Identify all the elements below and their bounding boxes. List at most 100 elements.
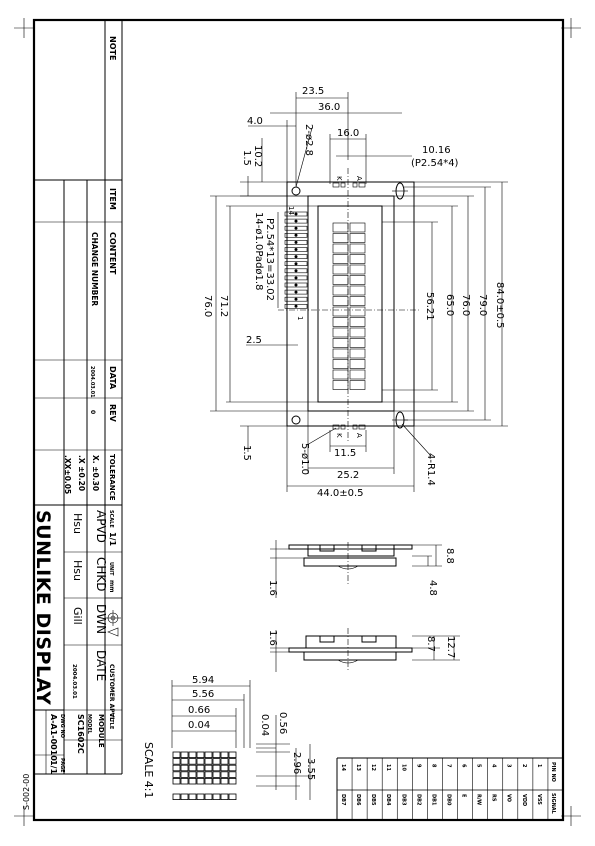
dot-cell [188, 764, 197, 772]
pin-number: 13 [355, 764, 361, 771]
side-view-top-dims [270, 540, 442, 598]
dot-cell [204, 778, 213, 785]
title-label: TITLE [108, 714, 114, 730]
pin-hole [294, 226, 298, 230]
pin-pad [284, 233, 308, 238]
char-cell [332, 380, 349, 390]
dim-76-0-left: 76.0 [202, 295, 213, 317]
rev-value: 0 [89, 410, 96, 414]
pin-no-header: PIN NO [550, 762, 556, 782]
sheet-code: S-002-00 [22, 774, 31, 810]
dot-cell [204, 751, 213, 758]
pin-signal: DB7 [340, 794, 346, 806]
dim-10-16: 10.16 [422, 145, 451, 156]
dim-12-7: 12.7 [445, 636, 456, 658]
pin-hole [294, 290, 298, 294]
dim-79-0: 79.0 [477, 294, 488, 316]
pin-hole [294, 297, 298, 301]
dim-0-04-a: 0.04 [188, 720, 210, 731]
pin-14-label: 14 [287, 206, 295, 215]
date-value: 2004.03.01 [71, 664, 77, 699]
char-cell [332, 243, 349, 254]
pin-number: 7 [445, 764, 451, 768]
content-header: CONTENT [108, 232, 117, 275]
pin-number: 6 [461, 764, 467, 768]
char-cell [349, 254, 366, 264]
dot-cell [228, 771, 237, 778]
dim-16-0: 16.0 [337, 128, 359, 139]
change-number: CHANGE NUMBER [90, 232, 99, 306]
dim-1-5-top: 1.5 [241, 150, 252, 166]
pin-signal: DB2 [415, 794, 421, 806]
char-cell [332, 296, 349, 306]
char-cell [332, 348, 349, 359]
pin-hole [294, 240, 298, 244]
char-cell [332, 233, 349, 243]
dwg-label: DWG NO [59, 714, 65, 738]
apvd-label: APVD [94, 510, 108, 543]
pin-hole [294, 262, 298, 266]
pin-signal: DB5 [370, 794, 376, 806]
pin-signal: DB0 [445, 794, 451, 806]
dim-2-5: 2.5 [246, 335, 262, 346]
dim-0-56: 0.56 [277, 712, 288, 734]
char-cell [332, 222, 349, 233]
char-cell [349, 222, 366, 233]
char-cell [332, 254, 349, 264]
dot-cell [196, 758, 205, 765]
pin-pad [284, 268, 308, 274]
dim-2-holes: 2-ø2.8 [303, 124, 314, 156]
dot-cell [188, 778, 197, 785]
dim-36-0: 36.0 [318, 102, 340, 113]
char-cell [349, 327, 366, 338]
pin-hole [294, 276, 298, 280]
pin-number: 10 [400, 764, 406, 771]
dim-65-0: 65.0 [444, 294, 455, 316]
dim-44-0: 44.0±0.5 [317, 488, 364, 499]
char-cell [349, 369, 366, 380]
dot-cell [196, 778, 205, 785]
pin-pad [284, 240, 308, 245]
dim-56-21: 56.21 [424, 292, 435, 321]
dot-cell [204, 764, 213, 772]
pin-pad [284, 303, 308, 309]
dot-cell [212, 764, 221, 772]
tolerance-line-2: .X ±0.20 [77, 455, 86, 491]
cursor-dot [188, 793, 197, 800]
pin-hole [294, 219, 298, 223]
pin-pads [284, 211, 308, 309]
projection-symbol-icon [105, 610, 121, 637]
title-block [34, 20, 123, 775]
model-label: MODEL [86, 714, 92, 735]
dim-4-8: 4.8 [427, 580, 438, 596]
dot-cell [180, 751, 189, 758]
pin-hole [294, 255, 298, 259]
char-cell [332, 275, 349, 285]
customer-apvl: CUSTOMER APVL [108, 664, 115, 721]
chkd-name: Hsu [71, 560, 84, 581]
dot-cell [212, 771, 221, 778]
dot-cell [172, 778, 181, 785]
dim-11-5: 11.5 [334, 448, 356, 459]
dot-cell [228, 758, 237, 765]
pin-number: 8 [430, 764, 436, 768]
tolerance-line-3: .XX±0.05 [63, 455, 72, 494]
dim-pitch-x4: (P2.54*4) [411, 158, 459, 169]
dot-cell [228, 751, 237, 758]
title-block-text: NOTE ITEM CONTENT CHANGE NUMBER DATA 200… [49, 36, 117, 774]
char-cell [332, 285, 349, 296]
dim-pitch-x13: P2.54*13=33.02 [264, 218, 275, 301]
char-cell [349, 380, 366, 390]
side-view-top [288, 544, 413, 570]
dot-cell [172, 758, 181, 765]
cursor-dot [220, 793, 229, 800]
pin-table: PIN NOSIGNAL1VSS2VDD3VO4RS5R/W6E7DB08DB1… [340, 762, 556, 815]
drawing-border [32, 18, 565, 822]
dim-0-66: 0.66 [188, 705, 210, 716]
dim-14-pads: 14-ø1.0Padø1.8 [253, 212, 264, 290]
character-cells [332, 222, 366, 390]
char-cell [332, 264, 349, 275]
side-view-bottom-dims [270, 630, 460, 672]
pin-pad [284, 225, 308, 231]
